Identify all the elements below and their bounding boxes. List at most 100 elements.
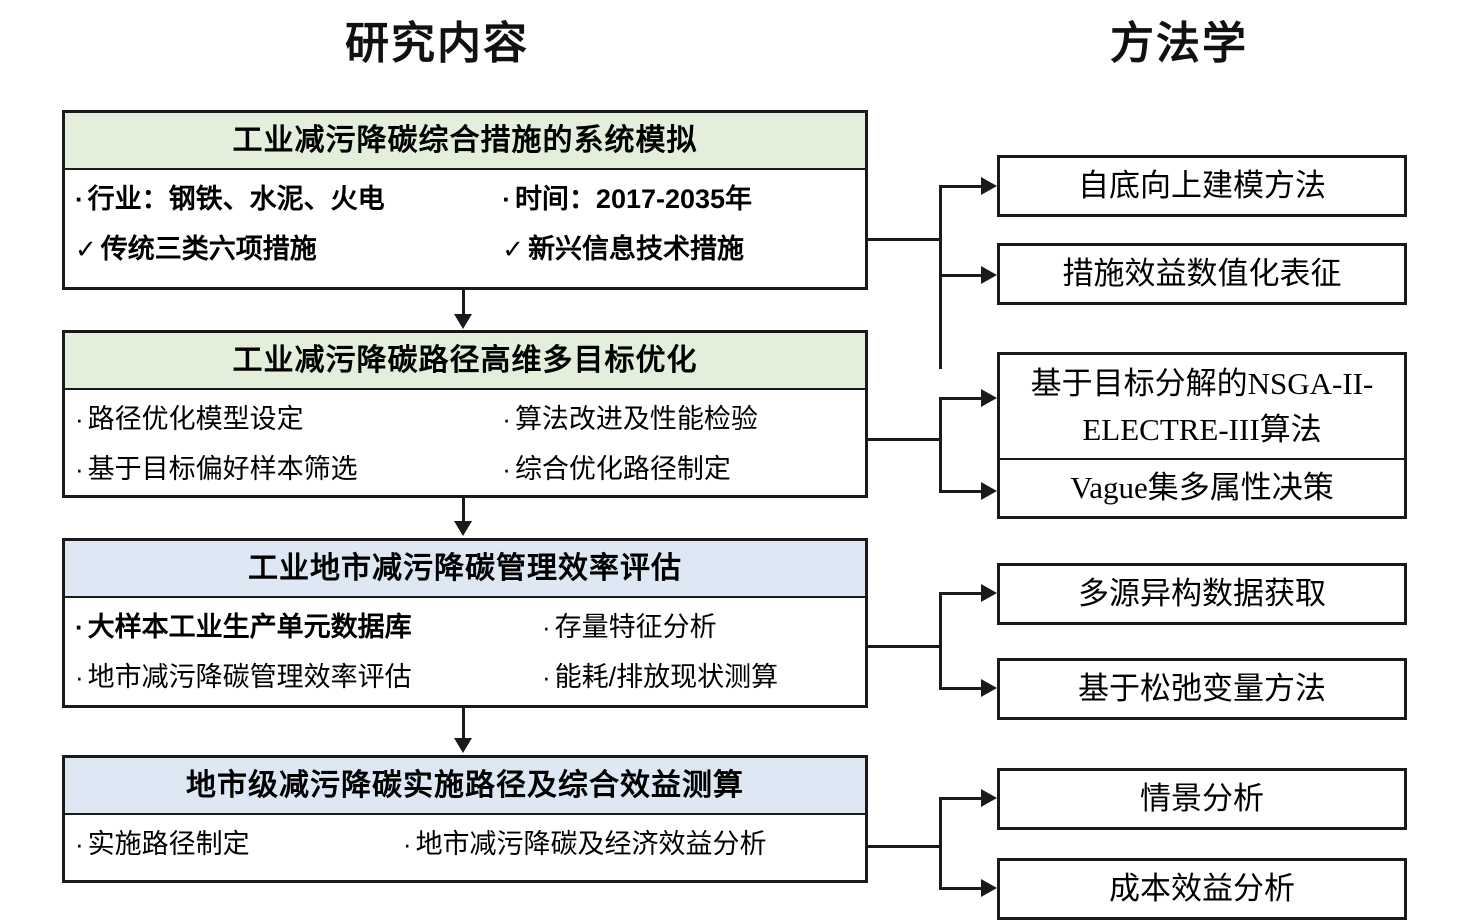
stage-box-3[interactable]: 工业地市减污降碳管理效率评估 · 大样本工业生产单元数据库 · 存量特征分析 ·…	[62, 538, 868, 708]
stage-box-2[interactable]: 工业减污降碳路径高维多目标优化 · 路径优化模型设定 · 算法改进及性能检验 ·…	[62, 330, 868, 498]
list-item-label: 实施路径制定	[87, 829, 250, 859]
bullet-icon: ·	[502, 454, 511, 484]
branch-bus-4	[939, 798, 942, 890]
branch-arm-1-1	[939, 185, 984, 188]
list-item: · 算法改进及性能检验	[502, 394, 855, 444]
list-item: · 行业：钢铁、水泥、火电	[75, 174, 502, 224]
flow-arrowhead-3-4	[454, 738, 472, 753]
stage-1-title: 工业减污降碳综合措施的系统模拟	[65, 113, 865, 170]
bullet-icon: ·	[502, 184, 511, 214]
branch-stem-2	[866, 438, 942, 441]
page-title-research-content: 研究内容	[345, 19, 529, 68]
method-box-1-1[interactable]: 自底向上建模方法	[997, 155, 1407, 217]
branch-bus-1	[939, 186, 942, 369]
stage-2-body: · 路径优化模型设定 · 算法改进及性能检验 · 基于目标偏好样本筛选 · 综合…	[65, 390, 865, 500]
list-item-label: 存量特征分析	[554, 612, 717, 642]
stage-3-title: 工业地市减污降碳管理效率评估	[65, 541, 865, 598]
method-box-2-1[interactable]: 基于目标分解的NSGA-II-ELECTRE-III算法	[997, 352, 1407, 460]
method-box-3-1[interactable]: 多源异构数据获取	[997, 563, 1407, 625]
method-box-3-2[interactable]: 基于松弛变量方法	[997, 658, 1407, 720]
branch-arrowhead-3-1	[981, 584, 997, 602]
bullet-icon: ·	[75, 454, 84, 484]
branch-arm-2-2	[939, 490, 984, 493]
branch-bus-3	[939, 593, 942, 690]
list-item-label: 综合优化路径制定	[514, 454, 731, 484]
check-icon: ✓	[502, 234, 525, 264]
list-item-label: 传统三类六项措施	[100, 234, 317, 264]
list-item: ✓ 传统三类六项措施	[75, 224, 502, 274]
list-item: · 存量特征分析	[542, 602, 855, 652]
list-item-label: 行业：钢铁、水泥、火电	[87, 184, 385, 214]
bullet-icon: ·	[542, 612, 551, 642]
page-title-methodology: 方法学	[1110, 19, 1248, 68]
list-item-label: 大样本工业生产单元数据库	[87, 612, 412, 642]
bullet-icon: ·	[502, 404, 511, 434]
branch-bus-2	[939, 398, 942, 493]
stage-box-1[interactable]: 工业减污降碳综合措施的系统模拟 · 行业：钢铁、水泥、火电 · 时间：2017-…	[62, 110, 868, 290]
list-item: · 大样本工业生产单元数据库	[75, 602, 542, 652]
branch-arrowhead-2-2	[981, 482, 997, 500]
list-item: ✓ 新兴信息技术措施	[502, 224, 855, 274]
list-item: · 地市减污降碳管理效率评估	[75, 652, 542, 702]
stage-1-body: · 行业：钢铁、水泥、火电 · 时间：2017-2035年 ✓ 传统三类六项措施…	[65, 170, 865, 280]
stage-3-row-1: · 大样本工业生产单元数据库 · 存量特征分析	[75, 602, 855, 652]
branch-arrowhead-1-1	[981, 177, 997, 195]
branch-arrowhead-2-1	[981, 389, 997, 407]
branch-arrowhead-4-1	[981, 789, 997, 807]
flow-connector-3-4	[462, 708, 465, 739]
branch-arrowhead-4-2	[981, 879, 997, 897]
branch-stem-4	[866, 845, 942, 848]
bullet-icon: ·	[402, 829, 412, 859]
branch-arm-3-1	[939, 592, 984, 595]
flow-connector-1-2	[462, 290, 465, 316]
method-box-1-2[interactable]: 措施效益数值化表征	[997, 243, 1407, 305]
branch-stem-1	[866, 238, 942, 241]
list-item-label: 路径优化模型设定	[87, 404, 304, 434]
bullet-icon: ·	[75, 829, 84, 859]
list-item: · 实施路径制定	[75, 819, 403, 869]
bullet-icon: ·	[542, 662, 551, 692]
list-item: · 能耗/排放现状测算	[542, 652, 855, 702]
stage-4-row-1: · 实施路径制定 · 地市减污降碳及经济效益分析	[75, 819, 855, 869]
list-item-label: 时间：2017-2035年	[514, 184, 753, 214]
list-item-label: 新兴信息技术措施	[528, 234, 745, 264]
branch-arrowhead-1-2	[981, 266, 997, 284]
list-item: · 路径优化模型设定	[75, 394, 502, 444]
branch-stem-3	[866, 645, 942, 648]
list-item: · 基于目标偏好样本筛选	[75, 444, 502, 494]
stage-1-row-2: ✓ 传统三类六项措施 ✓ 新兴信息技术措施	[75, 224, 855, 274]
stage-box-4[interactable]: 地市级减污降碳实施路径及综合效益测算 · 实施路径制定 · 地市减污降碳及经济效…	[62, 755, 868, 883]
stage-4-title: 地市级减污降碳实施路径及综合效益测算	[65, 758, 865, 815]
stage-3-body: · 大样本工业生产单元数据库 · 存量特征分析 · 地市减污降碳管理效率评估 ·…	[65, 598, 865, 708]
list-item-label: 地市减污降碳管理效率评估	[87, 662, 412, 692]
flow-arrowhead-1-2	[454, 314, 472, 329]
check-icon: ✓	[75, 234, 97, 264]
branch-arm-3-2	[939, 687, 984, 690]
branch-arm-4-1	[939, 797, 984, 800]
bullet-icon: ·	[75, 662, 84, 692]
method-box-2-2[interactable]: Vague集多属性决策	[997, 460, 1407, 519]
list-item: · 综合优化路径制定	[502, 444, 855, 494]
method-box-4-2[interactable]: 成本效益分析	[997, 858, 1407, 920]
branch-arm-2-1	[939, 397, 984, 400]
bullet-icon: ·	[75, 184, 84, 214]
stage-2-row-1: · 路径优化模型设定 · 算法改进及性能检验	[75, 394, 855, 444]
branch-arrowhead-3-2	[981, 679, 997, 697]
stage-4-body: · 实施路径制定 · 地市减污降碳及经济效益分析	[65, 815, 865, 875]
list-item: · 时间：2017-2035年	[502, 174, 855, 224]
flow-connector-2-3	[462, 498, 465, 522]
flow-arrowhead-2-3	[454, 521, 472, 536]
list-item-label: 能耗/排放现状测算	[554, 662, 779, 692]
stage-2-row-2: · 基于目标偏好样本筛选 · 综合优化路径制定	[75, 444, 855, 494]
list-item-label: 基于目标偏好样本筛选	[87, 454, 358, 484]
method-box-4-1[interactable]: 情景分析	[997, 768, 1407, 830]
stage-1-row-1: · 行业：钢铁、水泥、火电 · 时间：2017-2035年	[75, 174, 855, 224]
branch-arm-1-2	[939, 274, 984, 277]
branch-arm-4-2	[939, 887, 984, 890]
stage-2-title: 工业减污降碳路径高维多目标优化	[65, 333, 865, 390]
list-item-label: 地市减污降碳及经济效益分析	[415, 829, 767, 859]
list-item: · 地市减污降碳及经济效益分析	[403, 819, 855, 869]
bullet-icon: ·	[75, 404, 84, 434]
bullet-icon: ·	[75, 612, 84, 642]
